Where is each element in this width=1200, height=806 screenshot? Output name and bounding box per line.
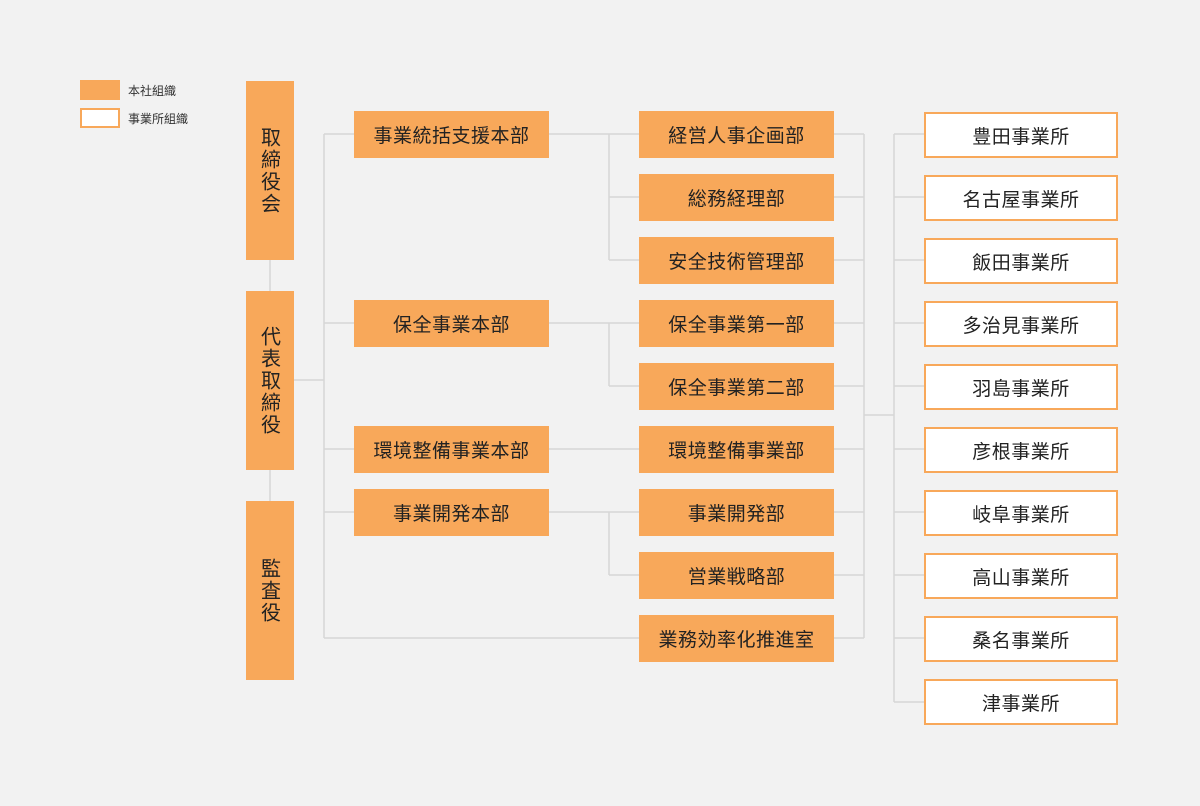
office-toyota-label: 豊田事業所 [972,125,1070,148]
division-development-label: 事業開発本部 [392,503,510,525]
office-hashima-label: 羽島事業所 [972,377,1070,400]
division-maintenance-label: 保全事業本部 [392,314,510,336]
dept-safety: 安全技術管理部 [639,237,834,284]
exec-board-label: 取締役会 [257,126,282,215]
office-kuwana: 桑名事業所 [924,616,1118,662]
division-environment-label: 環境整備事業本部 [373,440,530,462]
dept-planning-label: 経営人事企画部 [668,125,805,147]
dept-maint-1-label: 保全事業第一部 [668,314,805,336]
office-hikone-label: 彦根事業所 [972,440,1070,463]
division-development: 事業開発本部 [354,489,549,536]
office-hashima: 羽島事業所 [924,364,1118,410]
office-takayama: 高山事業所 [924,553,1118,599]
dept-maint-1: 保全事業第一部 [639,300,834,347]
office-hikone: 彦根事業所 [924,427,1118,473]
dept-safety-label: 安全技術管理部 [668,251,805,273]
exec-president-box: 代表取締役 [246,291,294,470]
legend-office: 事業所組織 [80,108,188,128]
office-tsu-label: 津事業所 [981,692,1060,715]
exec-auditor-label: 監査役 [257,557,282,624]
dept-maint-2: 保全事業第二部 [639,363,834,410]
division-environment: 環境整備事業本部 [354,426,549,473]
dept-sales-label: 営業戦略部 [687,566,786,588]
dept-sales: 営業戦略部 [639,552,834,599]
exec-president-label: 代表取締役 [257,325,282,436]
dept-efficiency-label: 業務効率化推進室 [658,629,815,651]
dept-general-affairs-label: 総務経理部 [687,188,786,210]
dept-env-label: 環境整備事業部 [668,440,805,462]
legend-hq-swatch [80,80,120,100]
legend-hq-label: 本社組織 [128,83,177,98]
dept-maint-2-label: 保全事業第二部 [668,377,805,399]
dept-general-affairs: 総務経理部 [639,174,834,221]
office-iida: 飯田事業所 [924,238,1118,284]
dept-planning: 経営人事企画部 [639,111,834,158]
legend-office-label: 事業所組織 [128,111,189,126]
legend-office-swatch [80,108,120,128]
office-kuwana-label: 桑名事業所 [972,629,1070,652]
dept-efficiency: 業務効率化推進室 [639,615,834,662]
exec-auditor-box: 監査役 [246,501,294,680]
dept-env: 環境整備事業部 [639,426,834,473]
office-toyota: 豊田事業所 [924,112,1118,158]
office-gifu-label: 岐阜事業所 [972,503,1070,526]
office-tajimi-label: 多治見事業所 [962,314,1080,337]
division-general-support-label: 事業統括支援本部 [373,125,530,147]
legend-hq: 本社組織 [80,80,176,100]
office-takayama-label: 高山事業所 [972,566,1070,589]
dept-dev: 事業開発部 [639,489,834,536]
dept-dev-label: 事業開発部 [687,503,786,525]
office-nagoya-label: 名古屋事業所 [962,188,1080,211]
office-tsu: 津事業所 [924,679,1118,725]
division-general-support: 事業統括支援本部 [354,111,549,158]
division-maintenance: 保全事業本部 [354,300,549,347]
office-tajimi: 多治見事業所 [924,301,1118,347]
office-nagoya: 名古屋事業所 [924,175,1118,221]
office-gifu: 岐阜事業所 [924,490,1118,536]
office-iida-label: 飯田事業所 [972,251,1070,274]
exec-board-box: 取締役会 [246,81,294,260]
